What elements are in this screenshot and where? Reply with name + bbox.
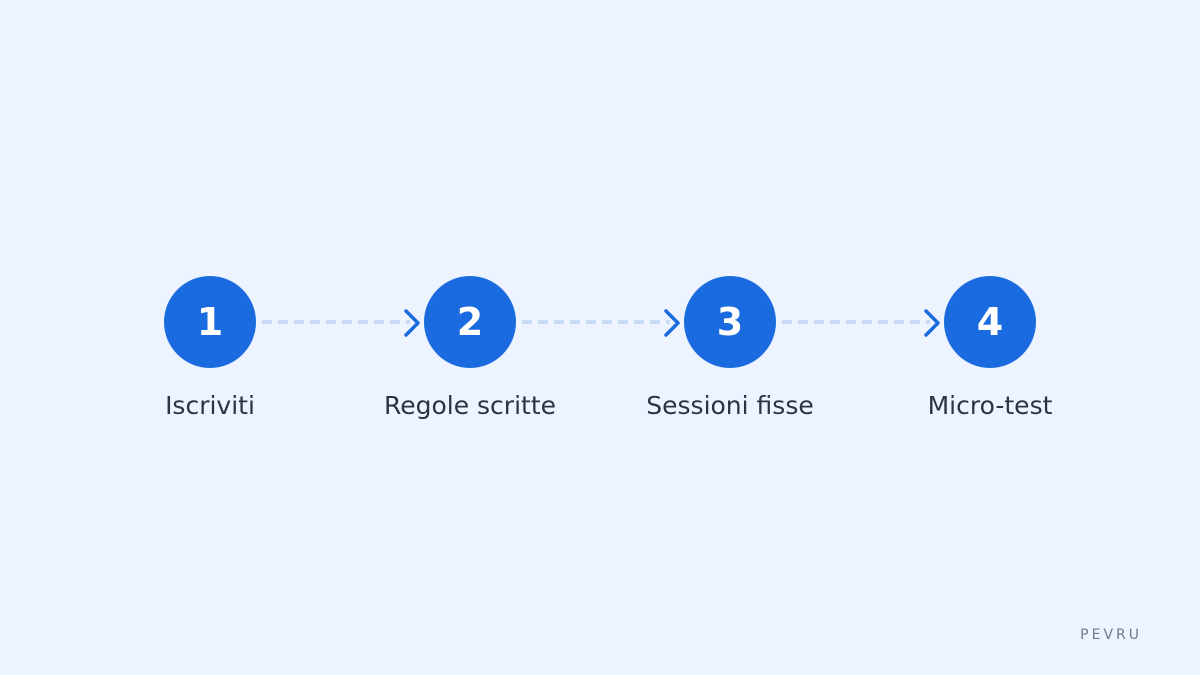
arrow-right-icon [664,309,680,337]
step-2-label: Regole scritte [383,391,557,420]
step-4-circle: 4 [944,276,1036,368]
arrow-right-icon [404,309,420,337]
step-1-circle: 1 [164,276,256,368]
connector-1-2 [262,320,410,324]
step-3-circle: 3 [684,276,776,368]
step-2-circle: 2 [424,276,516,368]
brand-wordmark: PEVRU [1080,627,1142,643]
connector-3-4 [782,320,930,324]
step-3-label: Sessioni fisse [646,391,814,420]
step-1-label: Iscriviti [165,391,255,420]
connector-2-3 [522,320,670,324]
arrow-right-icon [924,309,940,337]
step-4-label: Micro-test [927,391,1053,420]
